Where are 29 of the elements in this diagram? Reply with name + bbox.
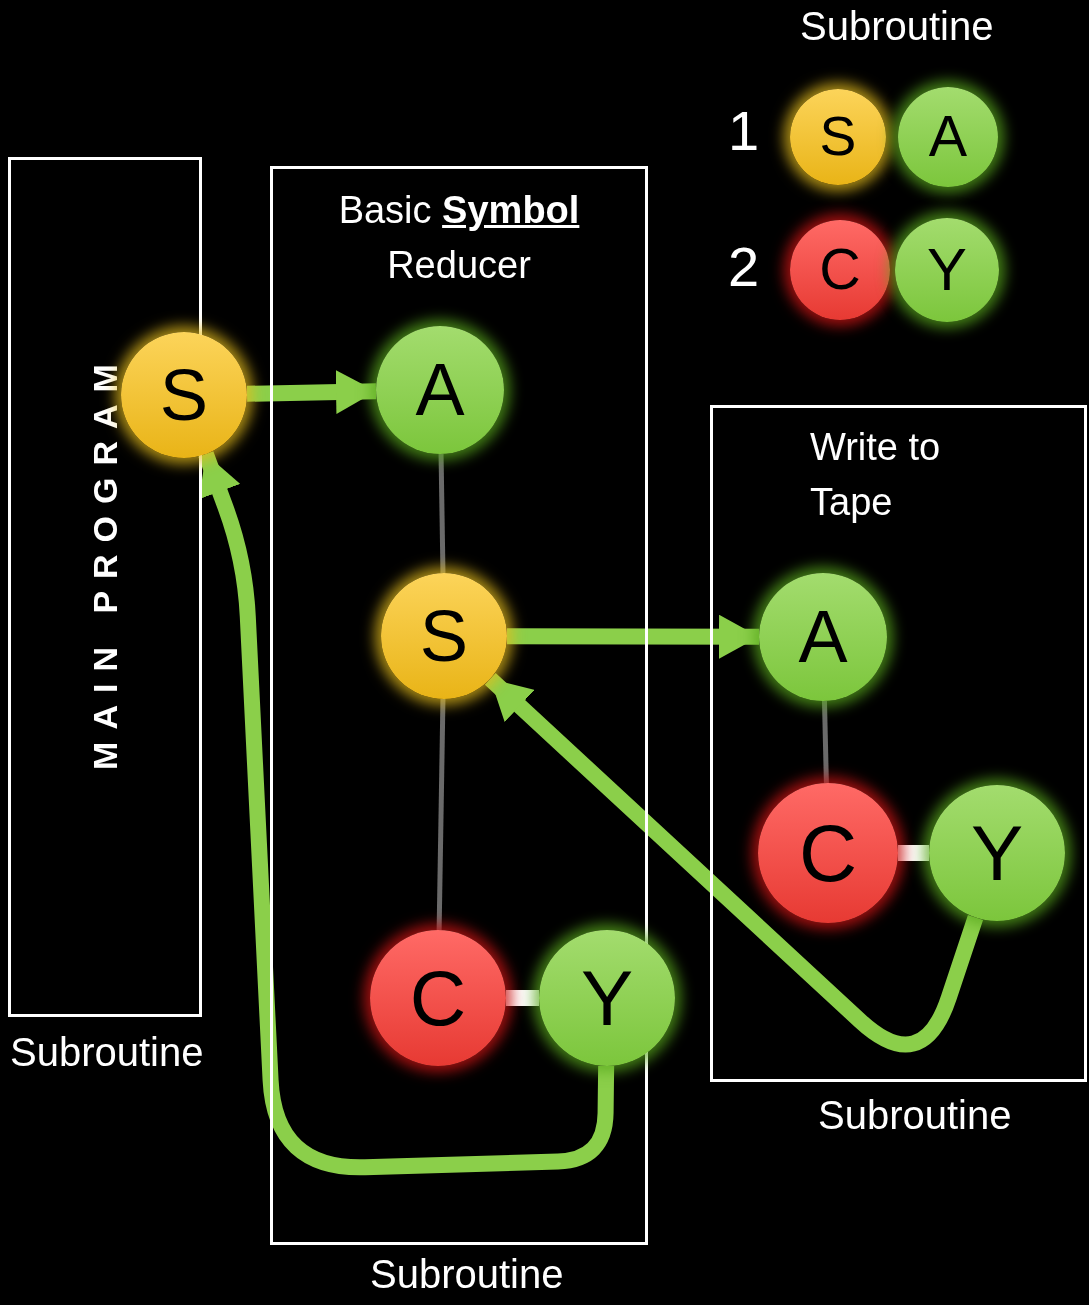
box-label: Subroutine <box>818 1093 1012 1137</box>
letter-circle: S <box>121 332 247 458</box>
letter-circle: C <box>370 930 506 1066</box>
arrow <box>484 672 984 1053</box>
connector-line <box>438 453 446 574</box>
connector-line <box>436 698 446 931</box>
letter-circle: S <box>790 89 886 185</box>
legend-title: Subroutine <box>800 4 994 48</box>
connector-line <box>822 700 829 784</box>
arrow <box>507 614 760 659</box>
program-box <box>710 405 1087 1082</box>
letter-circle: Y <box>539 930 675 1066</box>
letter-circle: Y <box>929 785 1065 921</box>
row-number: 1 <box>728 100 760 162</box>
arrow <box>246 370 377 415</box>
letter-circle: A <box>376 326 504 454</box>
box-label: Subroutine <box>10 1030 204 1074</box>
connector-line <box>506 990 539 1006</box>
box-label: Subroutine <box>370 1252 564 1296</box>
letter-circle: C <box>790 220 890 320</box>
box-title: Basic Symbol Reducer <box>337 188 581 289</box>
box-title: Write to Tape <box>810 425 942 526</box>
letter-circle: C <box>758 783 898 923</box>
row-number: 2 <box>728 236 760 298</box>
connector-line <box>898 845 929 861</box>
letter-circle: A <box>759 573 887 701</box>
letter-circle: A <box>898 87 998 187</box>
letter-circle: Y <box>895 218 999 322</box>
letter-circle: S <box>381 573 507 699</box>
